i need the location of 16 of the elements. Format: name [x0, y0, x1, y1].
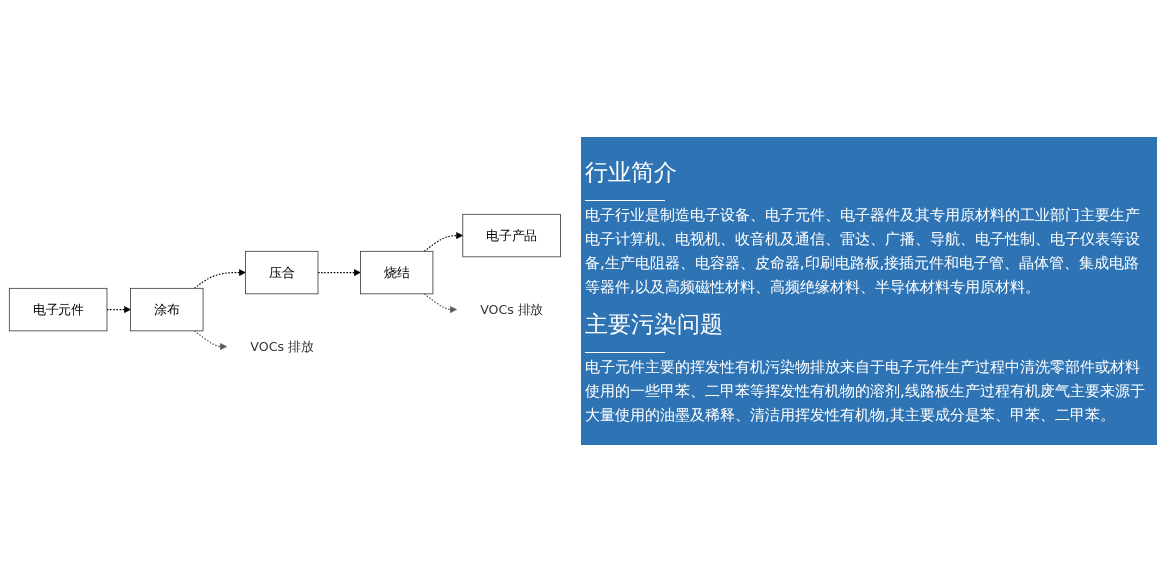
node-box: 压合	[244, 250, 318, 295]
paragraph: 电子元件主要的挥发性有机污染物排放来自于电子元件生产过程中清洗零部件或材料使用的一些甲苯、二甲苯等挥发性有机物的溶剂,线路板生产过程有机废气主要来源于大量使用的油墨及稀释、清洁用挥发性有机物,其主要成分是苯、甲苯、二甲苯。	[585, 357, 1146, 426]
arrow	[105, 306, 131, 313]
section-heading: 主要污染问题	[585, 310, 723, 339]
arrow	[316, 269, 361, 276]
node-box: 电子产品	[461, 213, 561, 258]
paragraph: 电子行业是制造电子设备、电子元件、电子器件及其专用原材料的工业部门主要生产电子计算机、电视机、收音机及通信、雷达、广播、导航、电子性制、电子仪表等设备,生产电阻器、电容器、皮命器,印刷电路板,接插元件和电子管、晶体管、集成电路等器件,以及高频磁性材料、高频绝缘材料、半导体材料专用原材料。	[585, 205, 1141, 298]
node-text: VOCs 排放	[249, 338, 313, 354]
node-box: 电子元件	[8, 287, 107, 332]
arrow	[423, 232, 463, 252]
node-text: VOCs 排放	[479, 301, 543, 317]
section-heading: 行业简介	[585, 158, 677, 187]
node-box: 烧结	[359, 250, 433, 295]
arrow	[193, 269, 246, 289]
node-box: 涂布	[129, 287, 203, 332]
arrow	[423, 293, 457, 313]
